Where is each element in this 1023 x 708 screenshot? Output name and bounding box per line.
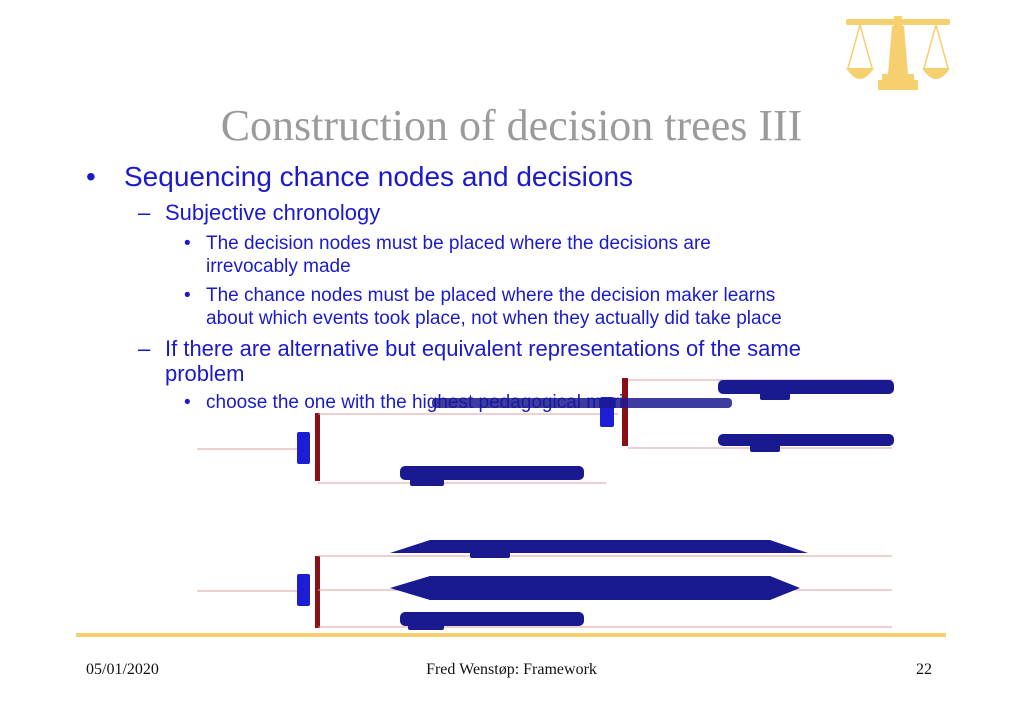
bullet-choose: choose the one with the highest pedagogi… xyxy=(206,392,629,413)
footer-page-number: 22 xyxy=(916,661,932,678)
chance-node xyxy=(315,556,320,628)
bullet-marker: • xyxy=(86,161,96,192)
dash-marker: – xyxy=(138,200,151,225)
sub-bullet-alternative-line1: If there are alternative but equivalent … xyxy=(165,336,801,361)
bullet-decision-nodes-line2: irrevocably made xyxy=(206,256,351,277)
bullet-chance-nodes-line2: about which events took place, not when … xyxy=(206,308,782,329)
sub-bullet-alternative-line2: problem xyxy=(165,361,245,386)
chance-node xyxy=(315,413,320,481)
garbled-label xyxy=(390,540,808,630)
footer-author: Fred Wenstøp: Framework xyxy=(426,661,597,678)
bullet-marker: • xyxy=(184,392,191,413)
lower-tree xyxy=(197,540,892,630)
footer-date: 05/01/2020 xyxy=(86,661,159,678)
bullet-marker: • xyxy=(184,285,191,306)
bullet-decision-nodes-line1: The decision nodes must be placed where … xyxy=(206,233,711,254)
scales-of-justice-icon xyxy=(846,16,950,90)
bullet-sequencing: Sequencing chance nodes and decisions xyxy=(124,161,634,192)
slide-title: Construction of decision trees III xyxy=(220,101,803,150)
decision-node xyxy=(297,574,310,606)
decision-node xyxy=(297,432,310,464)
bullet-marker: • xyxy=(184,233,191,254)
sub-bullet-subjective-chronology: Subjective chronology xyxy=(165,200,381,225)
bullet-chance-nodes-line1: The chance nodes must be placed where th… xyxy=(206,285,776,306)
footer-rule xyxy=(76,633,946,637)
dash-marker: – xyxy=(138,336,151,361)
